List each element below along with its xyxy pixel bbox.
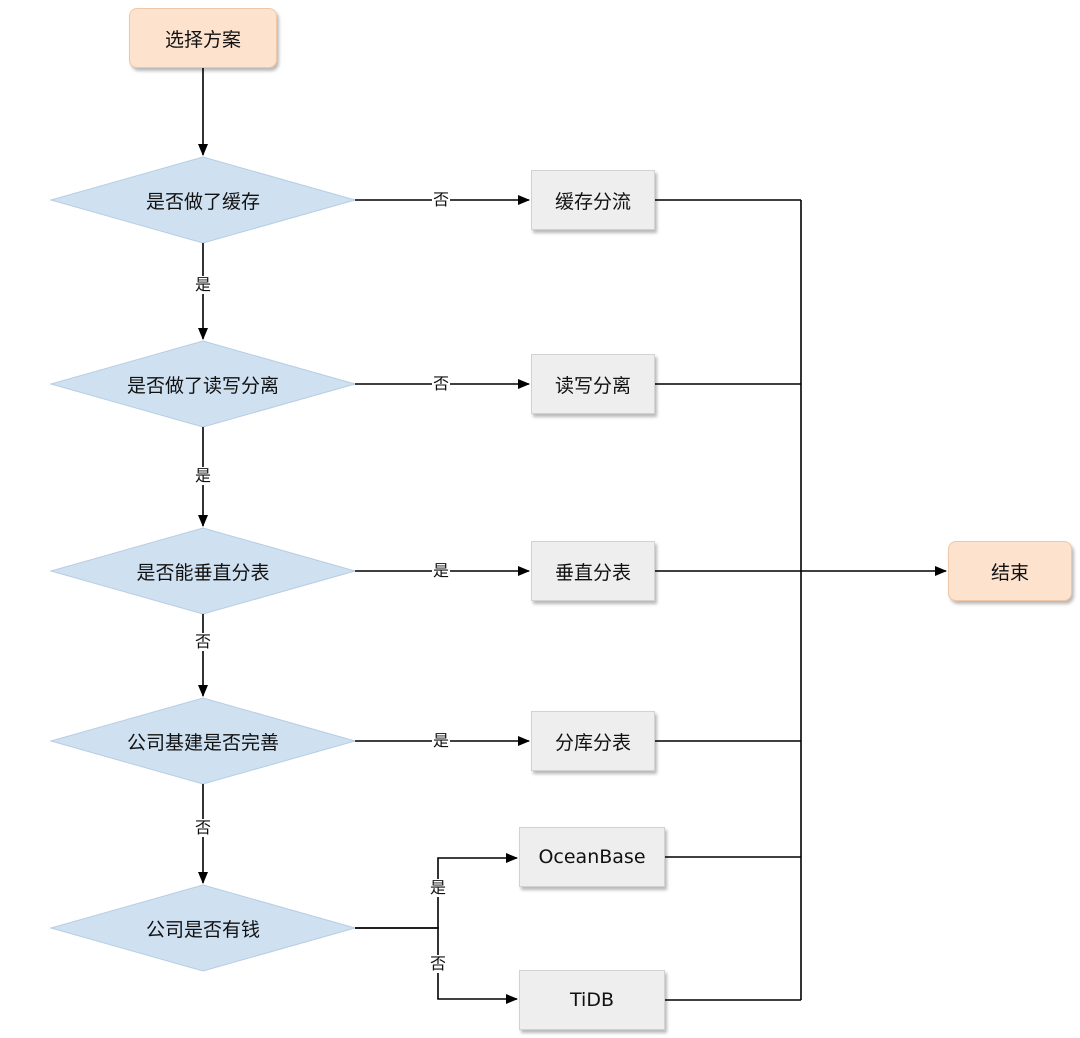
decision-label-infra: 公司基建是否完善	[126, 731, 279, 754]
edge-label-vertical-no: 否	[193, 632, 213, 651]
decision-label-vertical: 是否能垂直分表	[136, 561, 270, 584]
outcome-oceanbase: OceanBase	[519, 827, 665, 887]
decision-label-cache: 是否做了缓存	[145, 190, 260, 213]
edge-label-money-yes: 是	[428, 878, 448, 897]
decision-label-rw-split: 是否做了读写分离	[126, 374, 279, 397]
outcome-rw-split: 读写分离	[531, 354, 655, 414]
end-node: 结束	[948, 541, 1072, 601]
edge-label-cache-no: 否	[431, 190, 451, 209]
decision-diamond-money	[49, 884, 357, 972]
edge-label-infra-no: 否	[193, 818, 213, 837]
outcome-vertical: 垂直分表	[531, 541, 655, 601]
decision-label-money: 公司是否有钱	[145, 918, 260, 941]
edge-label-rw-no: 否	[431, 374, 451, 393]
edge-label-money-no: 否	[428, 954, 448, 973]
outcome-sharding: 分库分表	[531, 711, 655, 771]
edge-label-rw-yes: 是	[193, 466, 213, 485]
edge-label-vertical-yes: 是	[431, 561, 451, 580]
outcome-tidb: TiDB	[519, 970, 665, 1030]
edge-label-infra-yes: 是	[431, 731, 451, 750]
edge-label-cache-yes: 是	[193, 275, 213, 294]
outcome-cache: 缓存分流	[531, 170, 655, 230]
start-node: 选择方案	[129, 8, 277, 68]
